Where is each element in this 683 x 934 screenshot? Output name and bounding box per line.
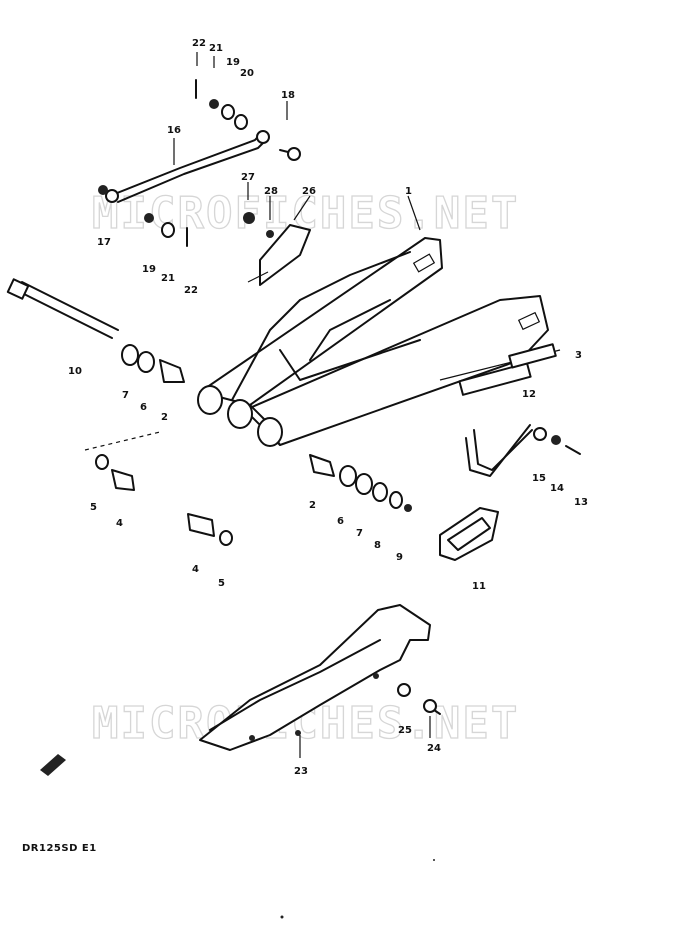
callout-25: 25 — [398, 725, 412, 736]
swingarm — [197, 224, 549, 447]
callout-16: 16 — [167, 125, 181, 136]
callout-26: 26 — [302, 186, 316, 197]
callout-5: 5 — [218, 578, 225, 589]
link-rod — [98, 130, 301, 203]
callout-19: 19 — [142, 264, 156, 275]
callout-1: 1 — [405, 186, 412, 197]
callout-6: 6 — [140, 402, 147, 413]
callout-15: 15 — [532, 473, 546, 484]
arrow-icon — [40, 754, 66, 776]
callout-13: 13 — [574, 497, 588, 508]
chain-case — [199, 604, 431, 751]
callout-10: 10 — [68, 366, 82, 377]
callout-8: 8 — [374, 540, 381, 551]
callout-19: 19 — [226, 57, 240, 68]
callout-4: 4 — [116, 518, 123, 529]
callout-22: 22 — [192, 38, 206, 49]
hardware-bottom — [397, 683, 441, 715]
callout-28: 28 — [264, 186, 278, 197]
callout-27: 27 — [241, 172, 255, 183]
callout-24: 24 — [427, 743, 441, 754]
callout-17: 17 — [97, 237, 111, 248]
callout-22: 22 — [184, 285, 198, 296]
callout-7: 7 — [122, 390, 129, 401]
leader-lines — [173, 52, 431, 758]
callout-3: 3 — [575, 350, 582, 361]
callout-7: 7 — [356, 528, 363, 539]
callout-14: 14 — [550, 483, 564, 494]
callout-21: 21 — [161, 273, 175, 284]
callout-23: 23 — [294, 766, 308, 777]
hardware-top — [144, 79, 274, 247]
callout-12: 12 — [522, 389, 536, 400]
right-bushings — [309, 454, 412, 512]
pivot-bushings — [84, 344, 233, 546]
pivot-shaft — [6, 278, 119, 339]
callout-6: 6 — [337, 516, 344, 527]
diagram-code: DR125SD E1 — [22, 843, 97, 854]
callout-2: 2 — [161, 412, 168, 423]
callout-2: 2 — [309, 500, 316, 511]
callout-9: 9 — [396, 552, 403, 563]
callout-4: 4 — [192, 564, 199, 575]
callout-20: 20 — [240, 68, 254, 79]
callout-5: 5 — [90, 502, 97, 513]
chain-slider — [439, 507, 499, 561]
dot-mark — [280, 915, 284, 919]
dot-mark — [433, 859, 435, 861]
callout-18: 18 — [281, 90, 295, 101]
chain-plates — [439, 343, 581, 477]
callout-11: 11 — [472, 581, 486, 592]
callout-21: 21 — [209, 43, 223, 54]
